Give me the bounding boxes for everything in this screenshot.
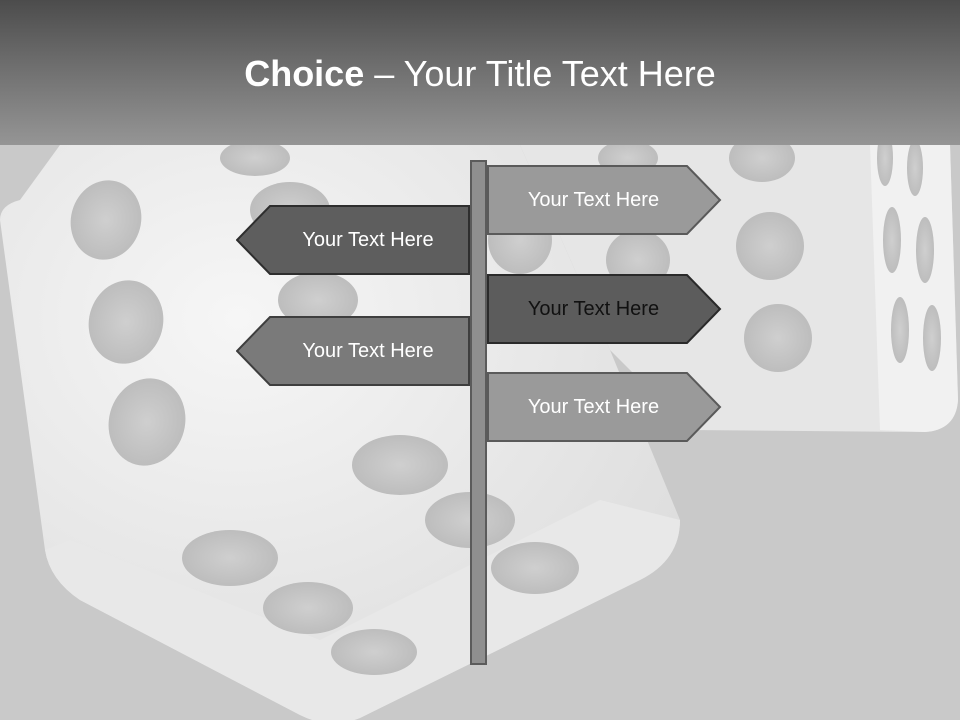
sign-label: Your Text Here xyxy=(527,395,660,418)
sign-label: Your Text Here xyxy=(302,228,434,251)
sign-label: Your Text Here xyxy=(302,339,434,362)
arrow-left-shape xyxy=(236,316,470,386)
signpost-arrow-right-1[interactable]: Your Text Here xyxy=(487,165,722,235)
arrow-left-shape xyxy=(236,205,470,275)
title-bar: Choice – Your Title Text Here xyxy=(0,0,960,145)
arrow-right-shape xyxy=(487,274,722,344)
signpost-arrow-right-2[interactable]: Your Text Here xyxy=(487,274,722,344)
title-bold-text: Choice xyxy=(244,53,365,94)
signpost-pole xyxy=(470,160,487,665)
signpost-arrow-left-1[interactable]: Your Text Here xyxy=(236,205,470,275)
title-rest-text: – Your Title Text Here xyxy=(364,53,716,94)
sign-label: Your Text Here xyxy=(527,188,660,211)
slide-title[interactable]: Choice – Your Title Text Here xyxy=(0,52,960,96)
signpost-arrow-left-2[interactable]: Your Text Here xyxy=(236,316,470,386)
signpost-arrow-right-3[interactable]: Your Text Here xyxy=(487,372,722,442)
arrow-right-shape xyxy=(487,372,722,442)
sign-label: Your Text Here xyxy=(527,297,660,320)
arrow-right-shape xyxy=(487,165,722,235)
